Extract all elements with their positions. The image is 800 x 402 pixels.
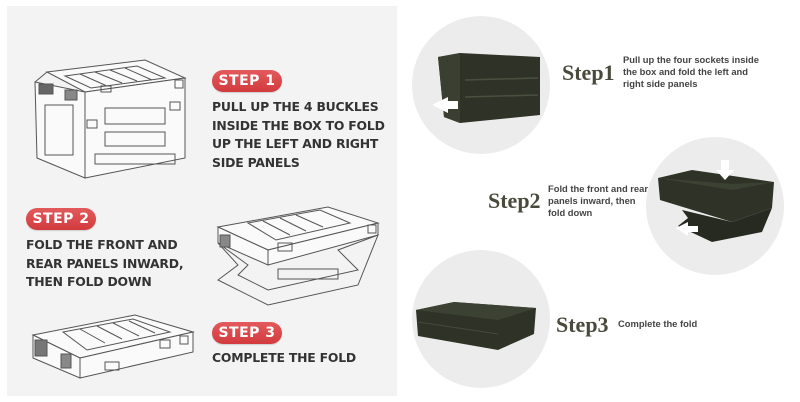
step-1-label: Step1: [562, 60, 615, 85]
step-3-badge: STEP 3: [212, 322, 282, 344]
flat-folded-box-illustration: [31, 314, 195, 379]
olive-box-front-rear-folding-photo: [658, 160, 774, 242]
olive-box-fully-folded-photo: [416, 302, 536, 350]
open-box-illustration: [34, 59, 187, 179]
half-folded-box-illustration: [216, 206, 380, 306]
step-1-badge: STEP 1: [212, 70, 282, 92]
step-3-label: Step3: [556, 312, 609, 337]
step-3-description: Complete the fold: [618, 318, 698, 329]
olive-box-side-folding-photo: [432, 53, 540, 123]
step-1-instruction: PULL UP THE 4 BUCKLES INSIDE THE BOX TO …: [212, 99, 385, 170]
step-1-description: Pull up the four sockets inside the box …: [623, 54, 759, 89]
step-2-badge: STEP 2: [26, 208, 96, 230]
step-2-label: Step2: [488, 188, 541, 213]
step-2-description: Fold the front and rear panels inward, t…: [548, 183, 649, 218]
step-2-instruction: FOLD THE FRONT AND REAR PANELS INWARD, T…: [26, 237, 184, 289]
step-3-instruction: COMPLETE THE FOLD: [212, 350, 357, 365]
